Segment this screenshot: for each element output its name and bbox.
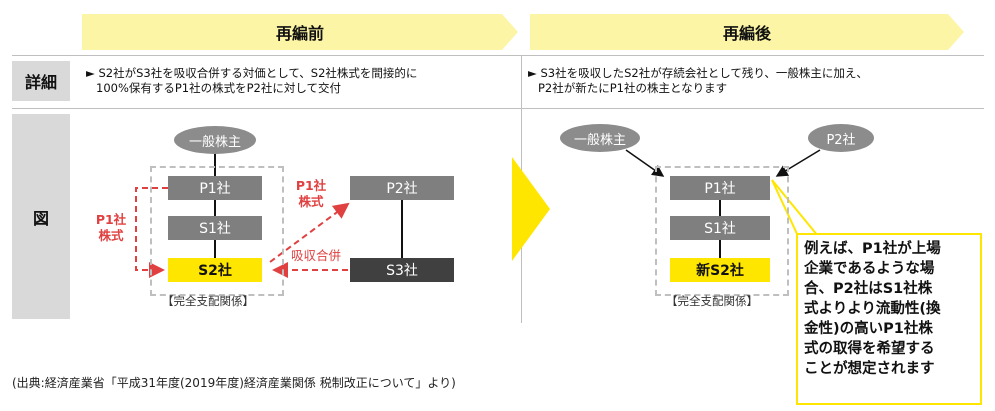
before-shareholder-node: 一般株主 xyxy=(174,126,256,154)
before-control-group xyxy=(150,166,284,296)
after-p1-node: P1社 xyxy=(670,176,770,200)
callout-line-1: 例えば、P1社が上場 xyxy=(804,241,941,257)
detail-after-line-2: P2社が新たにP1社の株主となります xyxy=(538,81,728,95)
after-s2-node: 新S2社 xyxy=(670,258,770,282)
detail-after: ► S3社を吸収したS2社が存続会社として残り、一般株主に加え、 P2社が新たに… xyxy=(528,66,968,96)
row-label-detail: 詳細 xyxy=(12,61,70,101)
source-note: (出典:経済産業省「平成31年度(2019年度)経済産業関係 税制改正について」… xyxy=(12,376,456,390)
callout-line-6: 式の取得を希望する xyxy=(804,341,935,357)
before-s2-node: S2社 xyxy=(168,258,262,282)
left-label-line-1: P1社 xyxy=(95,212,127,227)
right-label-line-2: 株式 xyxy=(298,194,324,209)
header-before: 再編前 xyxy=(82,14,518,50)
before-s1-node: S1社 xyxy=(168,216,262,240)
before-group-caption: 【完全支配関係】 xyxy=(162,294,254,308)
before-p1-node: P1社 xyxy=(168,176,262,200)
transition-arrow-icon xyxy=(512,157,550,261)
right-label-line-1: P1社 xyxy=(295,178,327,193)
detail-after-line-1: ► S3社を吸収したS2社が存続会社として残り、一般株主に加え、 xyxy=(528,66,868,80)
detail-before-line-1: ► S2社がS3社を吸収合併する対価として、S2社株式を間接的に xyxy=(86,66,418,80)
detail-before-line-2: 100%保有するP1社の株式をP2社に対して交付 xyxy=(96,81,342,95)
divider-top xyxy=(12,55,984,56)
after-s1-node: S1社 xyxy=(670,216,770,240)
before-p2-node: P2社 xyxy=(350,176,454,200)
divider-mid xyxy=(12,108,984,109)
after-shareholder-node: 一般株主 xyxy=(560,124,640,152)
after-control-group xyxy=(655,166,789,296)
callout-line-2: 企業であるような場 xyxy=(804,261,935,277)
callout-line-5: 金性)の高いP1社株 xyxy=(804,321,933,337)
left-label-line-2: 株式 xyxy=(98,228,124,243)
row-label-diagram: 図 xyxy=(12,114,70,319)
header-after: 再編後 xyxy=(530,14,964,50)
before-p1-share-label-right: P1社 株式 xyxy=(288,178,334,210)
callout-line-4: 式よりより流動性(換 xyxy=(804,301,941,317)
after-p2-node: P2社 xyxy=(808,124,874,152)
detail-before: ► S2社がS3社を吸収合併する対価として、S2社株式を間接的に 100%保有す… xyxy=(86,66,516,96)
callout-line-7: ことが想定されます xyxy=(804,361,935,377)
callout-box: 例えば、P1社が上場 企業であるような場 合、P2社はS1社株 式よりより流動性… xyxy=(796,233,982,405)
before-s3-node: S3社 xyxy=(350,258,454,282)
before-p1-share-label-left: P1社 株式 xyxy=(88,212,134,244)
after-group-caption: 【完全支配関係】 xyxy=(666,294,758,308)
merger-label: 吸収合併 xyxy=(290,248,341,263)
callout-line-3: 合、P2社はS1社株 xyxy=(804,281,933,297)
